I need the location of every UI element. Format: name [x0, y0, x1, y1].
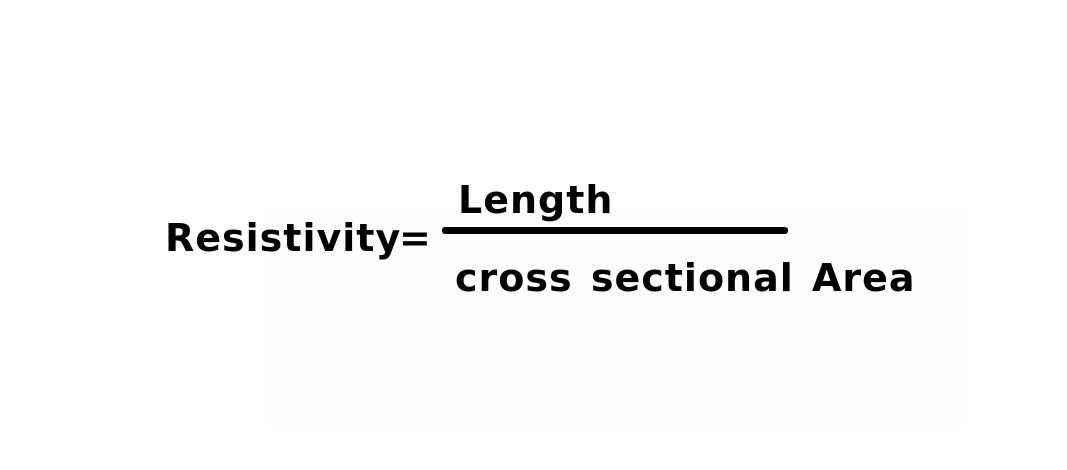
equals-sign: = — [399, 216, 431, 260]
formula-lhs: Resistivity — [165, 216, 402, 260]
background-panel — [270, 210, 965, 425]
fraction-numerator: Length — [458, 178, 614, 222]
fraction-denominator: cross sectional Area — [455, 256, 916, 300]
fraction-bar — [442, 227, 788, 234]
